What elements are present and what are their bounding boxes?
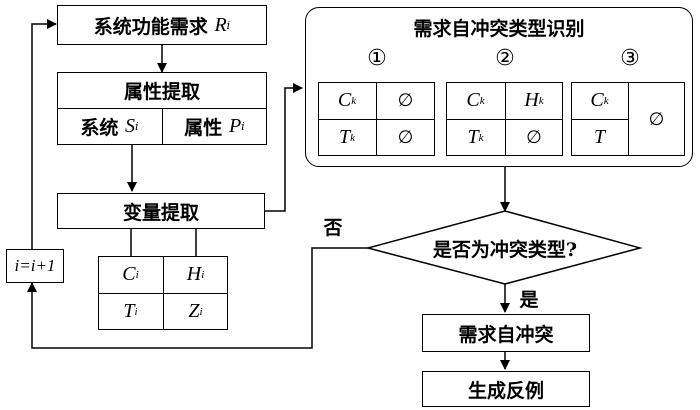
arrow-counter-to-req — [31, 19, 57, 249]
variable-extraction-title: 变量提取 — [122, 201, 199, 224]
attribute-split — [162, 108, 163, 145]
variable-t-sub: i — [134, 305, 138, 318]
decision-diamond — [365, 210, 643, 285]
type-3-label: ③ — [620, 45, 640, 71]
arrow-decision-no — [27, 247, 368, 349]
type-2-label: ② — [495, 45, 515, 71]
type-2-vdivider — [505, 82, 506, 156]
type-2-tk-symbol: T — [467, 126, 479, 148]
variable-c-sub: i — [135, 268, 139, 281]
type-3-cell-empty: ∅ — [628, 82, 685, 156]
arrow-var-to-recognition — [265, 83, 303, 212]
type-1-ck-symbol: C — [337, 89, 352, 111]
type-1-cell-empty-1: ∅ — [376, 82, 435, 119]
system-cell-symbol: S — [125, 115, 136, 137]
attribute-cell-text: 属性 — [184, 117, 223, 139]
attribute-cell-sub: i — [241, 120, 245, 133]
type-3-ck-sub: k — [603, 94, 609, 107]
type-1-empty-2-symbol: ∅ — [397, 127, 414, 148]
decision-label: 是否为冲突类型? — [432, 238, 578, 261]
variable-h-sub: i — [201, 268, 205, 281]
counter-box — [6, 249, 64, 283]
type-1-tk-symbol: T — [338, 126, 351, 148]
variable-z-sub: i — [199, 305, 203, 318]
type-1-cell-empty-2: ∅ — [376, 119, 435, 156]
system-cell-sub: i — [135, 120, 139, 133]
variable-t-symbol: T — [123, 300, 135, 322]
system-requirement-box — [57, 5, 267, 45]
type-2-hdivider — [446, 119, 563, 120]
system-cell-text: 系统 — [80, 117, 119, 139]
type-1-tk-sub: k — [350, 131, 355, 144]
system-requirement-symbol: R — [214, 13, 227, 36]
variable-z-symbol: Z — [188, 300, 200, 322]
variable-h-symbol: H — [186, 263, 202, 285]
type-2-empty-symbol: ∅ — [526, 127, 542, 148]
attribute-cell-symbol: P — [228, 115, 242, 137]
type-1-label: ① — [367, 45, 387, 71]
system-requirement-sub: i — [226, 18, 231, 32]
decision-yes-label: 是 — [519, 288, 539, 311]
self-conflict-label: 需求自冲突 — [458, 323, 554, 346]
type-1-ck-sub: k — [351, 94, 357, 107]
attribute-extraction-title: 属性提取 — [123, 80, 200, 103]
type-2-hk-sub: k — [538, 94, 544, 107]
variable-c-symbol: C — [122, 263, 136, 285]
conflict-recognition-title: 需求自冲突类型识别 — [413, 17, 585, 40]
type-3-tk-symbol: T — [593, 126, 606, 148]
type-3-empty-symbol: ∅ — [648, 108, 665, 130]
type-3-ck-symbol: C — [590, 89, 604, 111]
system-requirement-text: 系统功能需求 — [93, 15, 208, 38]
counter-label: i=i+1 — [14, 256, 56, 275]
type-2-cell-empty: ∅ — [505, 119, 563, 156]
type-2-ck-symbol: C — [466, 89, 480, 111]
type-2-tk-sub: k — [478, 131, 484, 144]
type-1-empty-1-symbol: ∅ — [397, 90, 414, 111]
type-2-hk-symbol: H — [524, 89, 539, 111]
counterexample-label: 生成反例 — [467, 379, 544, 402]
type-3-hdivider — [571, 119, 628, 120]
variable-extraction-box — [57, 193, 265, 229]
self-conflict-box — [422, 314, 590, 352]
type-1-vdivider — [376, 82, 377, 156]
counterexample-box — [422, 371, 590, 407]
type-2-ck-sub: k — [479, 94, 485, 107]
type-3-vdivider — [628, 82, 629, 156]
variable-table-vdivider — [163, 256, 164, 330]
type-3-cell-tk: T — [571, 119, 628, 156]
decision-no-label: 否 — [323, 216, 343, 239]
